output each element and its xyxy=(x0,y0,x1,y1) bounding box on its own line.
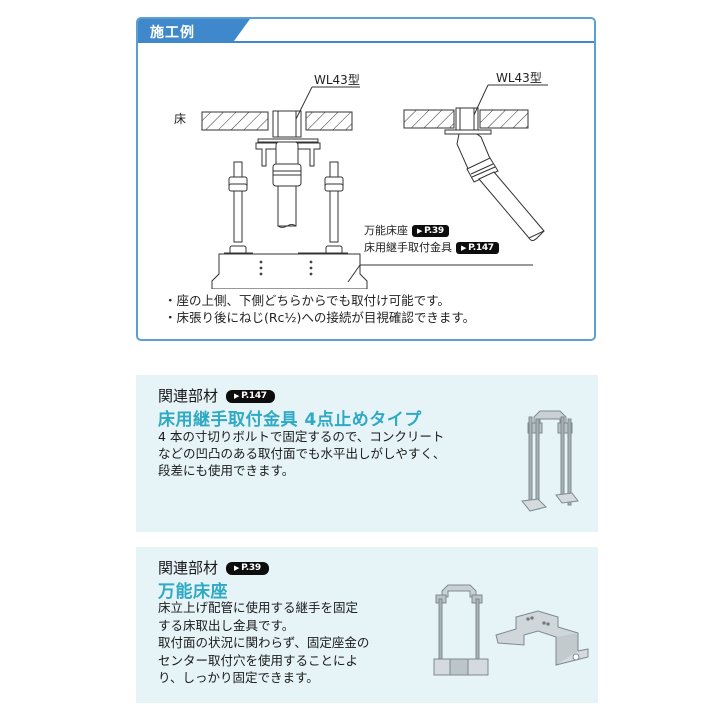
tab-shape-icon xyxy=(138,19,250,43)
callout-universal-floor-seat: 万能床座 ▶P.39 xyxy=(364,222,449,238)
play-triangle-icon: ▶ xyxy=(234,564,240,572)
notes-list: ・座の上側、下側どちらからでも取付け可能です。 ・床張り後にねじ(Rc½)への接… xyxy=(164,292,475,326)
note-item: ・床張り後にねじ(Rc½)への接続が目視確認できます。 xyxy=(164,310,476,325)
installation-diagram xyxy=(201,84,548,289)
note-item: ・座の上側、下側どちらからでも取付け可能です。 xyxy=(164,293,450,308)
play-triangle-icon: ▶ xyxy=(234,392,240,400)
section-tab: 施工例 xyxy=(138,19,250,43)
related-part-card-floor-joint-bracket: 関連部材▶P.147 床用継手取付金具 4点止めタイプ 4 本の寸切りボルトで固… xyxy=(136,375,598,532)
product-description: 4 本の寸切りボルトで固定するので、コンクリート などの凹凸のある取付面でも水平… xyxy=(158,429,446,478)
construction-example-panel: 施工例 xyxy=(136,17,596,341)
bracket-4point-product-image xyxy=(521,410,579,512)
page-ref-badge[interactable]: ▶P.39 xyxy=(412,225,449,237)
play-triangle-icon: ▶ xyxy=(417,227,423,235)
product-description: 床立上げ配管に使用する継手を固定 する床取出し金具です。 取付面の状況に関わらず… xyxy=(158,600,370,685)
model-label-left: WL43型 xyxy=(314,73,360,87)
tab-underline xyxy=(138,41,594,43)
related-heading: 関連部材▶P.147 xyxy=(158,385,275,406)
related-part-card-universal-floor-seat: 関連部材▶P.39 万能床座 床立上げ配管に使用する継手を固定 する床取出し金具… xyxy=(136,547,598,703)
product-title: 床用継手取付金具 4点止めタイプ xyxy=(158,410,422,430)
model-label-right: WL43型 xyxy=(496,71,542,85)
play-triangle-icon: ▶ xyxy=(461,244,467,252)
section-title: 施工例 xyxy=(150,25,195,41)
floor-label: 床 xyxy=(174,112,187,126)
right-diagram-drawing xyxy=(403,84,548,241)
page-ref-badge[interactable]: ▶P.147 xyxy=(226,390,275,403)
related-heading: 関連部材▶P.39 xyxy=(158,557,269,578)
callout-floor-joint-bracket: 床用継手取付金具 ▶P.147 xyxy=(364,239,499,255)
universal-floor-seat-product-image xyxy=(433,584,589,676)
page-ref-badge[interactable]: ▶P.147 xyxy=(456,242,499,254)
callout-label: 万能床座 xyxy=(364,224,408,237)
callout-label: 床用継手取付金具 xyxy=(364,241,452,254)
left-diagram-drawing xyxy=(201,86,533,289)
page-ref-badge[interactable]: ▶P.39 xyxy=(226,562,269,575)
product-title: 万能床座 xyxy=(158,582,228,602)
